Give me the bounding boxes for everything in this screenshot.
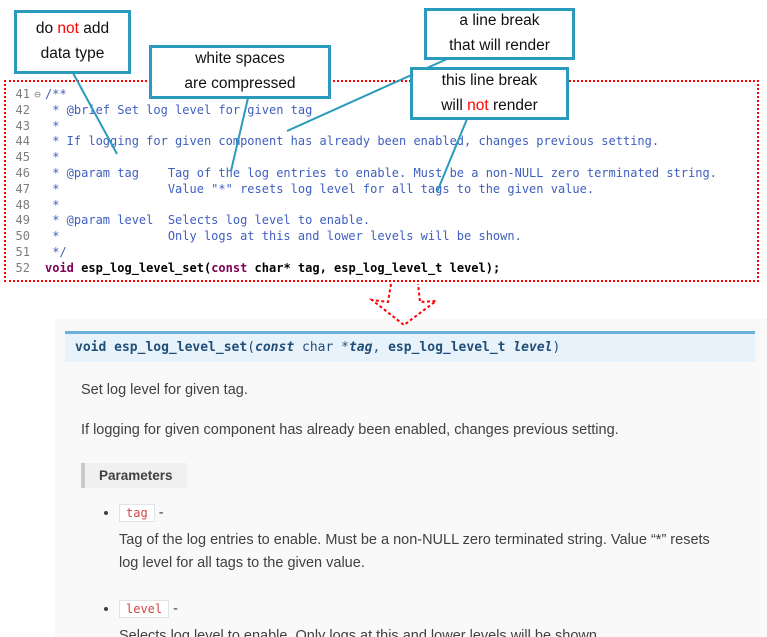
callout-text-line: data type bbox=[40, 45, 105, 62]
code-line: 44 * If logging for given component has … bbox=[10, 134, 757, 150]
docs-body: Set log level for given tag. If logging … bbox=[65, 380, 755, 637]
line-number: 52 bbox=[15, 260, 30, 275]
callout-text-fragment: add bbox=[78, 20, 110, 38]
docs-paragraph-detail: If logging for given component has alrea… bbox=[81, 421, 619, 438]
code-line: 46 * @param tag Tag of the log entries t… bbox=[10, 166, 757, 182]
callout-text-line: do not add bbox=[36, 17, 109, 42]
code-text: */ bbox=[45, 244, 67, 259]
param-description: Selects log level to enable. Only logs a… bbox=[119, 627, 601, 637]
fold-gutter bbox=[30, 103, 45, 119]
fold-collapse-icon[interactable]: ⊖ bbox=[34, 88, 41, 101]
line-number: 49 bbox=[15, 213, 30, 228]
line-number: 51 bbox=[15, 244, 30, 259]
param-item: tag - Tag of the log entries to enable. M… bbox=[119, 503, 731, 575]
code-text: /** bbox=[45, 87, 67, 101]
code-line: 50 * Only logs at this and lower levels … bbox=[10, 229, 757, 245]
line-number: 48 bbox=[15, 197, 30, 212]
callout-text-fragment-red: not bbox=[57, 20, 79, 38]
docs-paragraph-brief: Set log level for given tag. bbox=[81, 382, 248, 398]
code-line: 41 ⊖ /** bbox=[10, 87, 757, 103]
code-line: 52 void esp_log_level_set(const char* tag… bbox=[10, 261, 757, 277]
callout-text-fragment: do bbox=[35, 20, 58, 38]
code-text: * @param tag Tag of the log entries to e… bbox=[45, 165, 717, 180]
code-line: 43 * bbox=[10, 119, 757, 135]
callout-whitespace-compressed: white spaces are compressed bbox=[149, 45, 331, 99]
line-number: 46 bbox=[15, 165, 30, 180]
code-line: 45 * bbox=[10, 150, 757, 166]
fold-gutter bbox=[30, 245, 45, 261]
code-text: * bbox=[45, 118, 60, 133]
fold-gutter bbox=[30, 261, 45, 277]
callout-text-fragment-red: not bbox=[467, 96, 489, 114]
callout-linebreak-not-renders: this line break will not render bbox=[410, 67, 569, 120]
code-line: 48 * bbox=[10, 198, 757, 214]
line-number: 43 bbox=[15, 118, 30, 133]
parameters-label: Parameters bbox=[81, 462, 187, 488]
param-head: tag - bbox=[119, 503, 731, 522]
fold-gutter bbox=[30, 150, 45, 166]
callout-text-fragment: render bbox=[488, 96, 538, 114]
rendered-docs-panel: void esp_log_level_set(const char *tag, … bbox=[55, 319, 767, 637]
line-number: 45 bbox=[15, 150, 30, 165]
fold-gutter bbox=[30, 182, 45, 198]
callout-no-datatype: do not add data type bbox=[14, 10, 131, 74]
code-text: * @param level Selects log level to enab… bbox=[45, 213, 371, 228]
callout-text-fragment: will bbox=[441, 96, 468, 114]
code-line: 42 * @brief Set log level for given tag bbox=[10, 103, 757, 119]
fold-gutter bbox=[30, 229, 45, 245]
code-text: * If logging for given component has alr… bbox=[45, 134, 660, 149]
line-number: 50 bbox=[15, 229, 30, 244]
code-line: 51 */ bbox=[10, 245, 757, 261]
code-text: * bbox=[45, 150, 60, 165]
callout-text-line: will not render bbox=[441, 94, 538, 119]
callout-linebreak-renders: a line break that will render bbox=[424, 8, 575, 60]
line-number: 42 bbox=[15, 102, 30, 117]
callout-text-line: this line break bbox=[441, 71, 538, 89]
line-number: 41 bbox=[15, 87, 30, 101]
callout-text-line: a line break bbox=[459, 12, 540, 30]
fold-gutter bbox=[30, 119, 45, 135]
params-list: tag - Tag of the log entries to enable. M… bbox=[81, 503, 731, 637]
param-name-literal: tag bbox=[119, 503, 155, 522]
fold-gutter bbox=[30, 166, 45, 182]
line-number: 44 bbox=[15, 134, 30, 149]
function-signature: void esp_log_level_set(const char *tag, … bbox=[65, 331, 755, 362]
code-text: * @brief Set log level for given tag bbox=[45, 102, 313, 117]
param-name-literal: level bbox=[119, 599, 170, 618]
code-text: * Only logs at this and lower levels wil… bbox=[45, 229, 522, 244]
fold-gutter bbox=[30, 134, 45, 150]
fold-gutter bbox=[30, 213, 45, 229]
code-line: 47 * Value "*" resets log level for all … bbox=[10, 182, 757, 198]
callout-text-line: are compressed bbox=[184, 75, 296, 92]
param-item: level - Selects log level to enable. Only… bbox=[119, 599, 731, 637]
param-head: level - bbox=[119, 599, 731, 618]
line-number: 47 bbox=[15, 181, 30, 196]
fold-gutter bbox=[30, 198, 45, 214]
code-editor-snippet: 41 ⊖ /** 42 * @brief Set log level for give… bbox=[4, 80, 759, 282]
callout-text-line: that will render bbox=[449, 37, 550, 54]
code-text: * Value "*" resets log level for all tag… bbox=[45, 181, 595, 196]
code-line: 49 * @param level Selects log level to e… bbox=[10, 213, 757, 229]
code-text: void esp_log_level_set(const char* tag, … bbox=[45, 260, 501, 275]
callout-text-line: white spaces bbox=[195, 50, 285, 68]
param-description: Tag of the log entries to enable. Must b… bbox=[119, 531, 710, 571]
code-lines: 41 ⊖ /** 42 * @brief Set log level for give… bbox=[10, 87, 757, 277]
code-text: * bbox=[45, 197, 60, 212]
